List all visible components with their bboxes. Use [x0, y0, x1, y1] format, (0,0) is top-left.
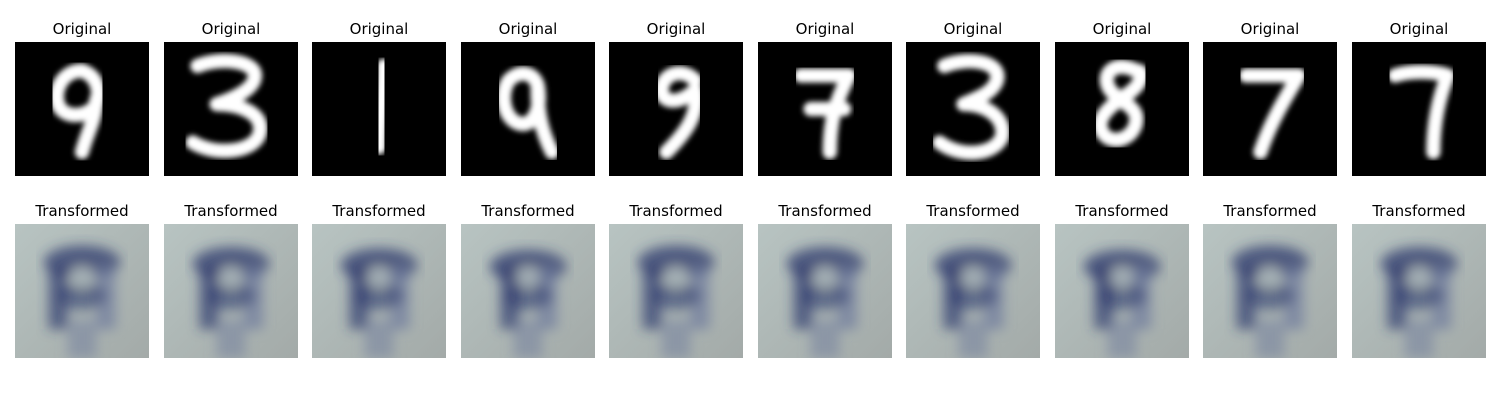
digit-image — [164, 42, 298, 176]
original-title: Original — [1092, 20, 1152, 38]
original-image-panel — [758, 42, 892, 176]
transformed-image — [758, 224, 892, 358]
transformed-title: Transformed — [629, 202, 723, 220]
transformed-image — [1203, 224, 1337, 358]
digit-image — [906, 42, 1040, 176]
digit-image — [1352, 42, 1486, 176]
original-title: Original — [943, 20, 1003, 38]
original-image-panel — [164, 42, 298, 176]
transformed-image — [1352, 224, 1486, 358]
transformed-title: Transformed — [35, 202, 129, 220]
digit-image — [312, 42, 446, 176]
transformed-image — [461, 224, 595, 358]
transformed-image — [164, 224, 298, 358]
original-image-panel — [906, 42, 1040, 176]
original-image-panel — [1203, 42, 1337, 176]
transformed-title: Transformed — [332, 202, 426, 220]
digit-image — [758, 42, 892, 176]
transformed-title: Transformed — [184, 202, 278, 220]
original-image-panel — [1352, 42, 1486, 176]
original-image-panel — [1055, 42, 1189, 176]
original-image-panel — [461, 42, 595, 176]
transformed-image-panel — [1352, 224, 1486, 358]
transformed-image — [312, 224, 446, 358]
transformed-image — [609, 224, 743, 358]
transformed-image-panel — [164, 224, 298, 358]
transformed-image-panel — [609, 224, 743, 358]
original-title: Original — [201, 20, 261, 38]
original-title: Original — [1240, 20, 1300, 38]
original-image-panel — [15, 42, 149, 176]
digit-image — [1203, 42, 1337, 176]
original-title: Original — [498, 20, 558, 38]
transformed-image — [1055, 224, 1189, 358]
transformed-title: Transformed — [1075, 202, 1169, 220]
transformed-image-panel — [461, 224, 595, 358]
original-title: Original — [795, 20, 855, 38]
transformed-title: Transformed — [1223, 202, 1317, 220]
digit-image — [1055, 42, 1189, 176]
original-image-panel — [312, 42, 446, 176]
original-title: Original — [52, 20, 112, 38]
transformed-title: Transformed — [926, 202, 1020, 220]
transformed-image-panel — [758, 224, 892, 358]
original-image-panel — [609, 42, 743, 176]
transformed-image-panel — [312, 224, 446, 358]
transformed-image — [906, 224, 1040, 358]
digit-image — [609, 42, 743, 176]
original-title: Original — [646, 20, 706, 38]
transformed-image — [15, 224, 149, 358]
transformed-title: Transformed — [481, 202, 575, 220]
digit-image — [15, 42, 149, 176]
transformed-image-panel — [15, 224, 149, 358]
transformed-title: Transformed — [778, 202, 872, 220]
transformed-image-panel — [906, 224, 1040, 358]
original-title: Original — [349, 20, 409, 38]
digit-image — [461, 42, 595, 176]
transformed-image-panel — [1055, 224, 1189, 358]
transformed-title: Transformed — [1372, 202, 1466, 220]
transformed-image-panel — [1203, 224, 1337, 358]
original-title: Original — [1389, 20, 1449, 38]
